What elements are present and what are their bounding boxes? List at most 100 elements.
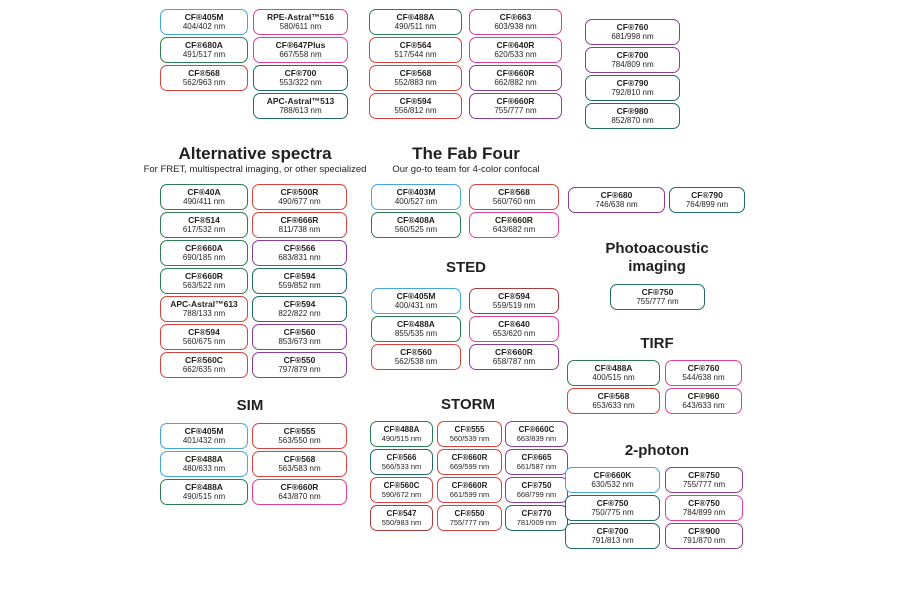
section-subtitle-alternative-spectra: For FRET, multispectral imaging, or othe… bbox=[143, 164, 367, 175]
dye-ex-em-value: 855/535 nm bbox=[394, 329, 438, 339]
dye-ex-em-value: 661/587 nm bbox=[516, 462, 557, 472]
dye-name: CF®660R bbox=[280, 482, 319, 493]
dye-name: CF®760 bbox=[616, 22, 649, 33]
dye-name: CF®750 bbox=[641, 287, 674, 298]
dye-ex-em-value: 400/527 nm bbox=[394, 197, 438, 207]
dye-ex-em-value: 553/322 nm bbox=[279, 78, 322, 88]
dye-ex-em-value: 480/633 nm bbox=[182, 464, 226, 474]
dye-name: APC-Astral™613 bbox=[170, 299, 238, 310]
dye-ex-em-value: 791/813 nm bbox=[591, 536, 634, 546]
dye-name: CF®660R bbox=[496, 68, 535, 79]
dye-name: CF®790 bbox=[691, 190, 723, 201]
dye-ex-em-value: 852/870 nm bbox=[611, 116, 654, 126]
dye-name: CF®550 bbox=[283, 355, 316, 366]
dye-name: CF®660A bbox=[185, 243, 223, 254]
dye-name: CF®405M bbox=[184, 426, 224, 437]
dye-ex-em-value: 401/432 nm bbox=[182, 436, 226, 446]
dye-ex-em-value: 750/775 nm bbox=[591, 508, 634, 518]
dye-ex-em-value: 853/673 nm bbox=[278, 337, 321, 347]
dye-name: CF®550 bbox=[454, 508, 485, 518]
dye-name: RPE-Astral™516 bbox=[266, 12, 335, 23]
dye-name: CF®980 bbox=[616, 106, 649, 117]
section-title-photoacoustic: Photoacoustic imaging bbox=[605, 240, 709, 275]
dye-name: CF®405M bbox=[184, 12, 224, 23]
dye-name: CF®750 bbox=[688, 498, 720, 509]
section-title-alternative-spectra: Alternative spectra bbox=[178, 144, 332, 163]
dye-name: CF®660R bbox=[185, 271, 223, 282]
section-subtitle-fab-four: Our go-to team for 4-color confocal bbox=[392, 164, 540, 175]
dye-ex-em-value: 788/613 nm bbox=[279, 106, 322, 116]
dye-name: CF®594 bbox=[283, 271, 316, 282]
dye-ex-em-value: 630/532 nm bbox=[591, 480, 634, 490]
dye-name: CF®700 bbox=[596, 526, 629, 537]
dye-ex-em-value: 404/402 nm bbox=[182, 22, 226, 32]
dye-ex-em-value: 811/738 nm bbox=[278, 225, 321, 235]
dye-name: CF®560 bbox=[283, 327, 316, 338]
dye-name: CF®40A bbox=[187, 187, 221, 198]
dye-name: CF®665 bbox=[521, 452, 552, 462]
dye-name: CF®500R bbox=[280, 187, 319, 198]
dye-ex-em-value: 566/533 nm bbox=[381, 462, 422, 472]
dye-ex-em-value: 822/822 nm bbox=[278, 309, 321, 319]
dye-ex-em-value: 563/583 nm bbox=[278, 464, 321, 474]
dye-ex-em-value: 603/938 nm bbox=[494, 22, 537, 32]
dye-name: CF®647Plus bbox=[275, 40, 326, 51]
dye-name: CF®660C bbox=[518, 424, 555, 434]
dye-name: CF®555 bbox=[454, 424, 485, 434]
dye-ex-em-value: 643/633 nm bbox=[682, 401, 725, 411]
dye-name: CF®660K bbox=[593, 470, 632, 481]
dye-name: CF®660R bbox=[451, 480, 488, 490]
dye-ex-em-value: 552/883 nm bbox=[394, 78, 437, 88]
dye-name: CF®640 bbox=[498, 319, 530, 330]
dye-ex-em-value: 791/870 nm bbox=[682, 536, 726, 546]
dye-ex-em-value: 560/675 nm bbox=[182, 337, 226, 347]
dye-ex-em-value: 517/544 nm bbox=[394, 50, 437, 60]
dye-name: CF®750 bbox=[596, 498, 629, 509]
dye-ex-em-value: 556/812 nm bbox=[394, 106, 437, 116]
dye-name: CF®660R bbox=[496, 96, 535, 107]
dye-name: CF®594 bbox=[283, 299, 316, 310]
dye-ex-em-value: 784/809 nm bbox=[611, 60, 654, 70]
dye-ex-em-value: 560/525 nm bbox=[394, 225, 438, 235]
dye-ex-em-value: 784/899 nm bbox=[682, 508, 726, 518]
dye-name: CF®408A bbox=[397, 215, 435, 226]
dye-ex-em-value: 755/777 nm bbox=[494, 106, 537, 116]
